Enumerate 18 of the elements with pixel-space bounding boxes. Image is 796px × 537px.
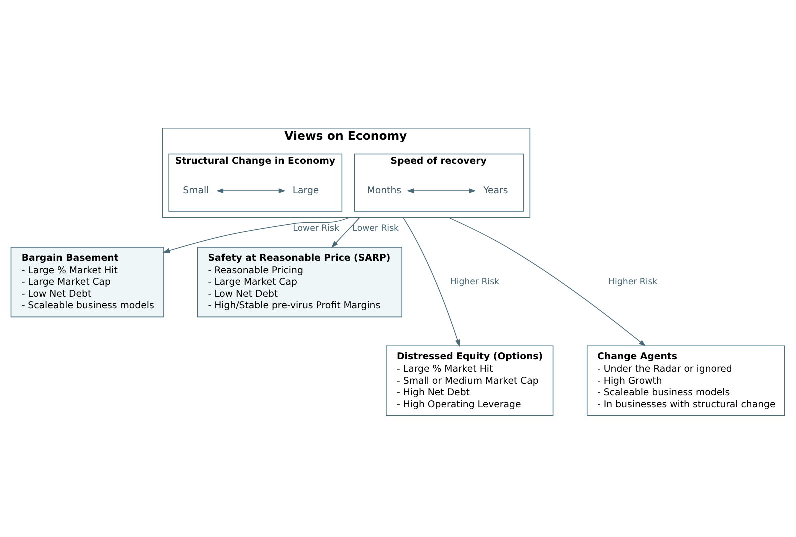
arrow <box>448 216 646 346</box>
edge-label: Lower Risk <box>293 223 340 234</box>
arrow <box>216 188 286 194</box>
node-box: Bargain Basement - Large % Market Hit - Large Market Cap - Low Net Debt - Scaleable business models <box>10 246 164 318</box>
node-box: Change Agents - Under the Radar or ignored - High Growth - Scaleable business models - In businesses with structural change <box>586 345 786 416</box>
arrow <box>406 188 476 194</box>
edge-label: Higher Risk <box>608 277 658 288</box>
node-box: Safety at Reasonable Price (SARP) - Reasonable Pricing - Large Market Cap - Low Net Debt - High/Stable pre-virus Profit Margins <box>197 246 402 318</box>
arrow <box>331 216 360 248</box>
node-text: Years <box>484 184 508 196</box>
arrow <box>402 216 460 346</box>
node-text: Small <box>183 184 210 196</box>
node-text: Months <box>367 184 402 196</box>
arrow <box>163 216 350 253</box>
edge-label: Lower Risk <box>352 223 400 234</box>
edge-label: Higher Risk <box>450 277 500 288</box>
node-box: Distressed Equity (Options) - Large % Market Hit - Small or Medium Market Cap - High Net Debt - High Operating Leverage <box>386 345 554 416</box>
node-text: Large <box>292 184 320 196</box>
